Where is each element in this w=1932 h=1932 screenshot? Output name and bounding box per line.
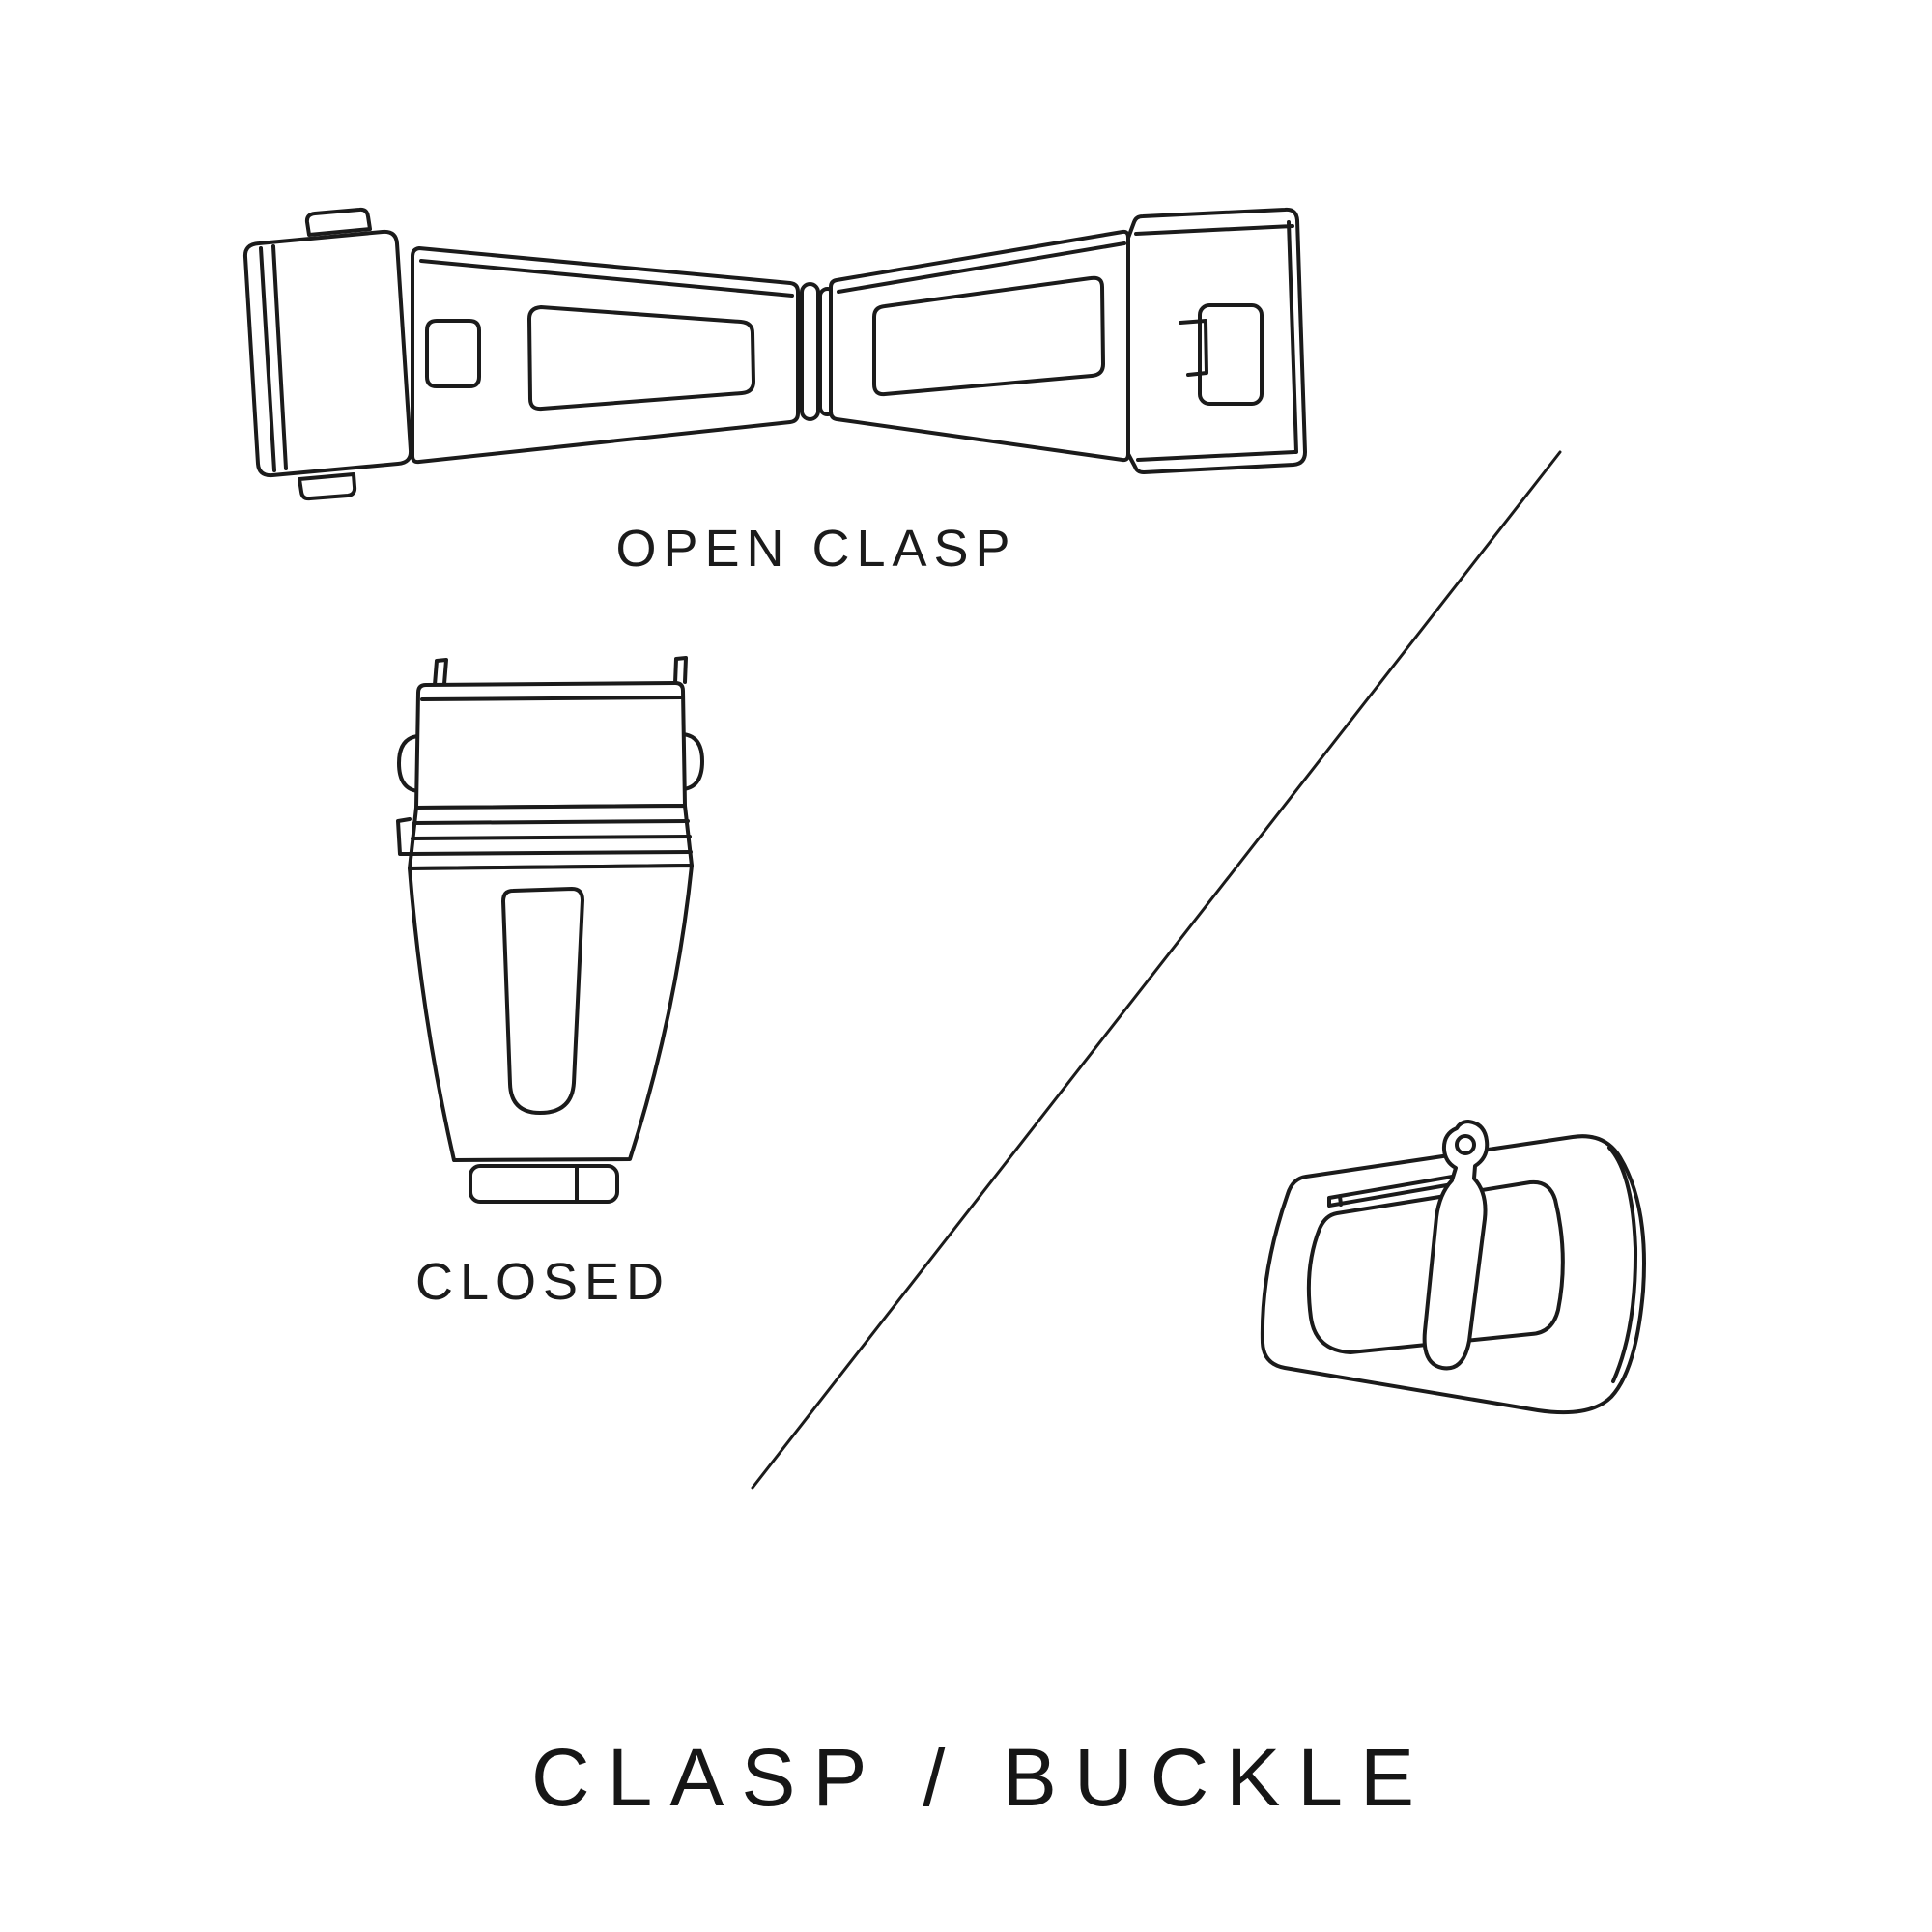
closed-clasp-left-tab	[396, 817, 413, 856]
open-clasp-release-notch	[425, 319, 481, 388]
closed-clasp-body	[408, 864, 694, 1162]
diagonal-divider	[751, 450, 1562, 1490]
open-clasp-right-arm-edge-line	[837, 242, 1126, 294]
closed-clasp-end-cap	[469, 1164, 619, 1204]
closed-clasp-top-box-fold-line	[420, 696, 683, 701]
closed-clasp-label: CLOSED	[414, 1253, 671, 1311]
open-clasp-label: OPEN CLASP	[615, 520, 1017, 578]
divider-line	[751, 450, 1562, 1490]
open-clasp-left-arm-inner-panel	[527, 305, 755, 412]
buckle-illustration	[1260, 1120, 1646, 1415]
closed-clasp-illustration	[396, 656, 704, 1204]
open-clasp-catch-hook	[1179, 319, 1208, 377]
open-clasp-left-arm-edge-line	[419, 259, 794, 298]
open-clasp-illustration	[242, 207, 1307, 501]
open-clasp-right-arm	[829, 229, 1130, 463]
closed-clasp-band-lines	[409, 819, 693, 856]
buckle-prong	[1422, 1120, 1490, 1371]
closed-clasp-top-box	[414, 681, 687, 810]
open-clasp-end-piece-fold-lines	[1134, 220, 1298, 462]
diagram-title: CLASP / BUCKLE	[530, 1732, 1433, 1823]
buckle-prong-loop	[1455, 1134, 1476, 1155]
closed-clasp-body-inner-panel	[501, 887, 584, 1115]
open-clasp-left-link-top-tab	[304, 207, 372, 237]
open-clasp-left-link	[242, 229, 413, 478]
closed-clasp-right-ear	[681, 732, 704, 791]
open-clasp-left-link-bottom-tab	[298, 472, 357, 501]
closed-clasp-left-ear	[397, 734, 420, 793]
open-clasp-right-arm-inner-panel	[872, 275, 1105, 397]
open-clasp-left-arm	[411, 246, 800, 465]
open-clasp-catch	[1198, 303, 1264, 406]
open-clasp-left-link-edge	[259, 244, 288, 472]
closed-clasp-prong-right	[673, 656, 688, 685]
buckle-band-edge-line	[1607, 1146, 1638, 1383]
buckle-bar	[1327, 1173, 1465, 1208]
open-clasp-hinge-pin-left	[800, 282, 820, 421]
closed-clasp-prong-left	[433, 658, 448, 687]
